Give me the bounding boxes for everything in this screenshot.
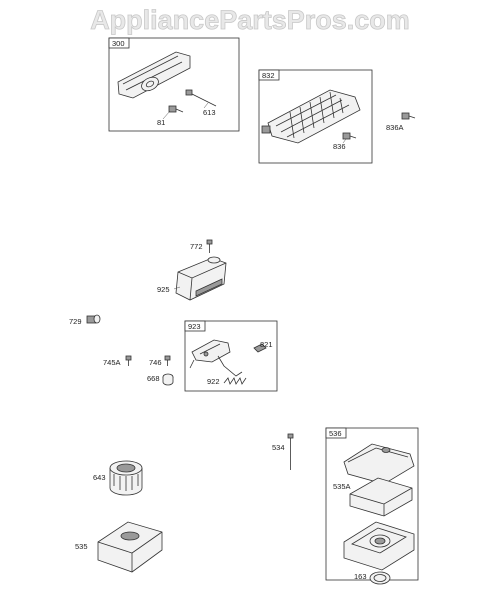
label-668: 668 — [147, 374, 160, 383]
screw-81-part[interactable] — [168, 105, 184, 113]
box-923-frame — [184, 320, 278, 392]
label-745A: 745A — [103, 358, 121, 367]
label-534: 534 — [272, 443, 285, 452]
muffler-part[interactable] — [267, 89, 361, 144]
label-746: 746 — [149, 358, 162, 367]
stud-613-part[interactable] — [185, 89, 217, 107]
spring-922-part[interactable] — [223, 377, 247, 385]
screw-745A-part[interactable] — [125, 355, 132, 366]
fuel-tank-925-part[interactable] — [175, 256, 227, 301]
screw-836A-part[interactable] — [401, 112, 416, 120]
group-923: 923 821 922 — [184, 320, 278, 392]
label-729: 729 — [69, 317, 82, 326]
gasket-163-part[interactable] — [369, 571, 391, 585]
label-836A: 836A — [386, 123, 404, 132]
box-300-frame — [108, 37, 240, 132]
box-300-tab — [108, 37, 130, 49]
label-836: 836 — [333, 142, 346, 151]
box-923-label: 923 — [188, 322, 201, 331]
label-772: 772 — [190, 242, 203, 251]
fitting-729-part[interactable] — [86, 314, 101, 324]
screw-746-part[interactable] — [164, 355, 171, 366]
box-832-label: 832 — [262, 71, 275, 80]
screw-836-part[interactable] — [342, 132, 357, 140]
group-300: 300 81 613 — [108, 37, 240, 132]
watermark-text: AppliancePartsPros.com — [90, 5, 410, 35]
label-163: 163 — [354, 572, 367, 581]
box-832-frame — [258, 69, 373, 164]
clip-821-part[interactable] — [253, 343, 267, 353]
label-922: 922 — [207, 377, 220, 386]
label-613: 613 — [203, 108, 216, 117]
filter-535A-part[interactable] — [349, 477, 413, 517]
muffler-shield-part[interactable] — [117, 51, 191, 99]
screw-534-part[interactable] — [287, 433, 294, 470]
label-643: 643 — [93, 473, 106, 482]
label-821: 821 — [260, 340, 273, 349]
group-536: 536 535A — [325, 427, 419, 581]
screen-643-part[interactable] — [109, 460, 143, 496]
label-81: 81 — [157, 118, 165, 127]
air-cleaner-base-part[interactable] — [343, 521, 415, 571]
label-535A: 535A — [333, 482, 351, 491]
box-536-tab — [325, 427, 347, 439]
screw-772-part[interactable] — [206, 239, 213, 253]
label-535: 535 — [75, 542, 88, 551]
control-bracket-part[interactable] — [189, 339, 243, 377]
box-923-tab — [184, 320, 206, 332]
air-cleaner-cover-part[interactable] — [343, 443, 415, 485]
bushing-668-part[interactable] — [162, 373, 174, 386]
element-535-part[interactable] — [97, 521, 163, 573]
group-832: 832 836 — [258, 69, 373, 164]
box-300-label: 300 — [112, 39, 125, 48]
box-536-label: 536 — [329, 429, 342, 438]
label-925: 925 — [157, 285, 170, 294]
box-832-tab — [258, 69, 280, 81]
